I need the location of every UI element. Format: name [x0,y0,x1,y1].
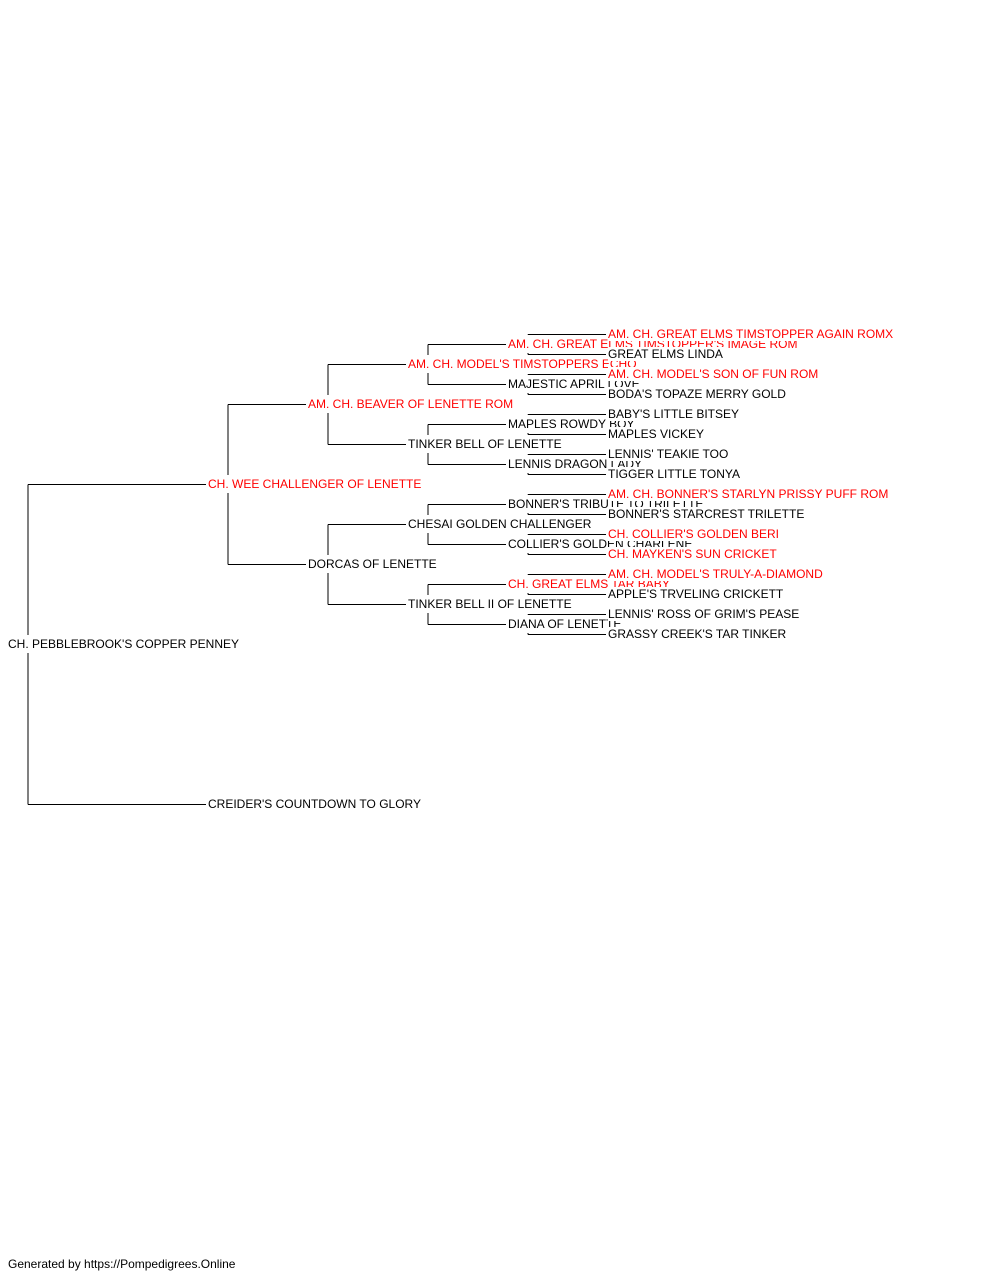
ancestor-name: AM. CH. MODEL'S TIMSTOPPERS ECHO [408,357,639,371]
ancestor-name: DORCAS OF LENETTE [308,557,439,571]
ancestor-name: GRASSY CREEK'S TAR TINKER [608,627,789,641]
ancestor-name: CH. COLLIER'S GOLDEN BERI [608,527,781,541]
ancestor-name: AM. CH. BONNER'S STARLYN PRISSY PUFF ROM [608,487,891,501]
ancestor-name: AM. CH. GREAT ELMS TIMSTOPPER AGAIN ROMX [608,327,896,341]
ancestor-name: BABY'S LITTLE BITSEY [608,407,742,421]
ancestor-name: AM. CH. BEAVER OF LENETTE ROM [308,397,516,411]
subject-name: CH. PEBBLEBROOK'S COPPER PENNEY [8,637,242,651]
ancestor-name: TIGGER LITTLE TONYA [608,467,743,481]
ancestor-name: AM. CH. MODEL'S TRULY-A-DIAMOND [608,567,825,581]
ancestor-name: LENNIS' ROSS OF GRIM'S PEASE [608,607,802,621]
footer-credit: Generated by https://Pompedigrees.Online [8,1257,236,1271]
ancestor-name: MAPLES VICKEY [608,427,707,441]
ancestor-name: TINKER BELL OF LENETTE [408,437,564,451]
ancestor-name: CH. WEE CHALLENGER OF LENETTE [208,477,424,491]
ancestor-name: BONNER'S STARCREST TRILETTE [608,507,807,521]
ancestor-name: AM. CH. MODEL'S SON OF FUN ROM [608,367,821,381]
ancestor-name: BODA'S TOPAZE MERRY GOLD [608,387,788,401]
ancestor-name: DIANA OF LENETTE [508,617,624,631]
ancestor-name: TINKER BELL II OF LENETTE [408,597,574,611]
ancestor-name: APPLE'S TRVELING CRICKETT [608,587,786,601]
ancestor-name: LENNIS' TEAKIE TOO [608,447,731,461]
ancestor-name: CREIDER'S COUNTDOWN TO GLORY [208,797,423,811]
ancestor-name: MAPLES ROWDY BOY [508,417,637,431]
ancestor-name: GREAT ELMS LINDA [608,347,725,361]
ancestor-name: CHESAI GOLDEN CHALLENGER [408,517,594,531]
ancestor-name: CH. MAYKEN'S SUN CRICKET [608,547,779,561]
